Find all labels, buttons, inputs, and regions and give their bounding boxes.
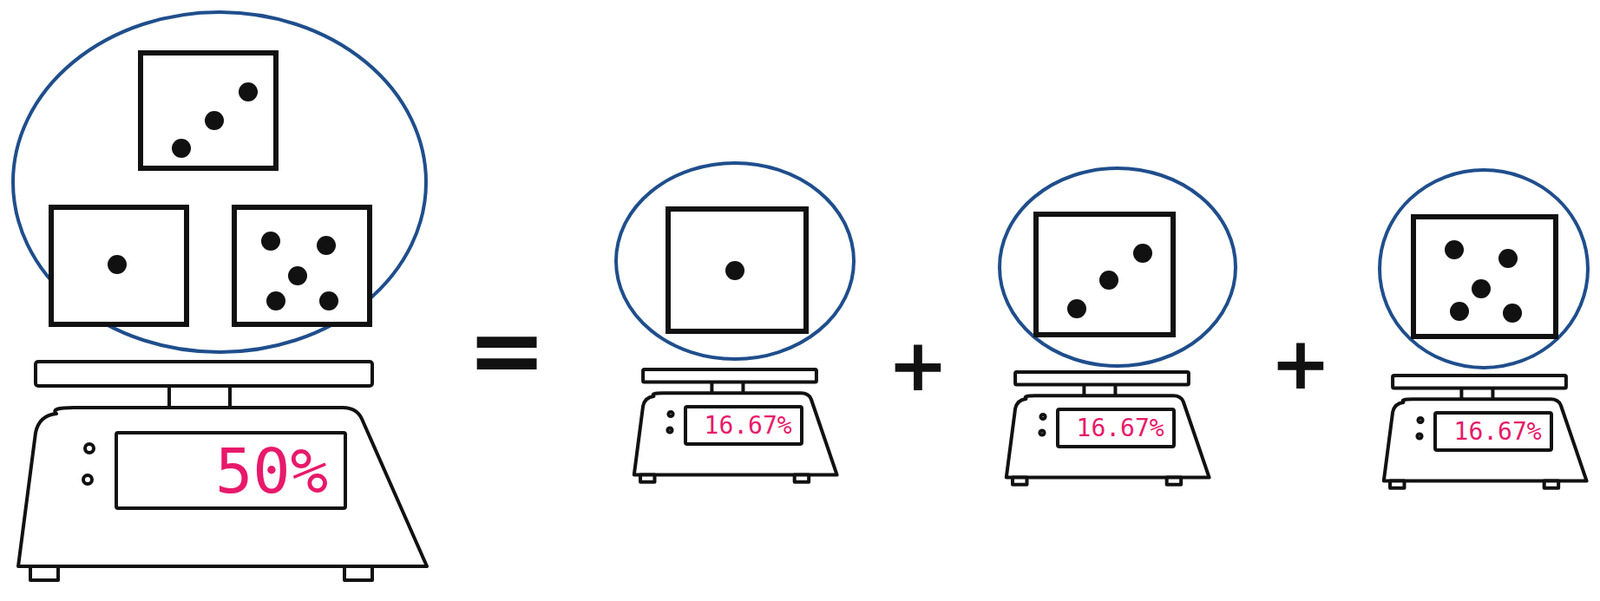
scale-button [1416, 433, 1422, 439]
die-pip [266, 291, 286, 311]
die-pip [1498, 249, 1518, 269]
die-face [140, 52, 276, 169]
die-pip [261, 231, 281, 251]
die-pip [204, 111, 224, 131]
scale-foot [1167, 478, 1181, 486]
scale-foot [1012, 478, 1027, 486]
display-reading: 50% [215, 439, 328, 503]
die-face [234, 207, 370, 325]
scale-body [1006, 395, 1210, 478]
die-pip [725, 261, 745, 281]
scale-button [1039, 430, 1044, 435]
scale-platform [1015, 372, 1189, 385]
die-pip [316, 236, 336, 256]
scale-platform [1392, 375, 1567, 388]
scale-foot [30, 566, 59, 581]
die-face [1413, 216, 1556, 337]
die-face [1036, 214, 1174, 335]
die-outline [234, 207, 370, 325]
die-pip [1471, 279, 1491, 299]
die-pip [1444, 240, 1464, 260]
scale-display: 50% [114, 431, 348, 511]
scale-platform [642, 369, 817, 382]
scale-button [83, 475, 92, 485]
scale-platform [35, 361, 373, 387]
scale-foot [794, 475, 809, 483]
scale-body [1383, 399, 1587, 481]
scale-foot [344, 566, 373, 581]
die-pip [107, 255, 127, 275]
scale-display: 16.67% [1433, 411, 1554, 453]
scale-display: 16.67% [683, 405, 804, 446]
die-outline [140, 52, 276, 169]
plus-sign: + [887, 328, 949, 402]
die-pip [171, 138, 191, 158]
die-pip [288, 266, 308, 286]
scale-button [85, 444, 94, 453]
scale-body [18, 407, 427, 567]
die-face [668, 209, 807, 332]
die-pip [1449, 301, 1469, 322]
plus-sign: + [1270, 327, 1332, 400]
scale-button [668, 412, 673, 417]
die-face [51, 207, 187, 325]
scale-button [1417, 418, 1423, 423]
die-outline [1413, 216, 1556, 337]
scale-foot [1390, 481, 1404, 489]
group-circle [13, 12, 427, 353]
die-outline [668, 209, 807, 332]
scale-button [1040, 414, 1045, 420]
group-circle [616, 163, 854, 360]
group-circle [1379, 170, 1588, 368]
equals-sign: = [466, 302, 547, 399]
scale-body [634, 393, 838, 475]
display-reading: 16.67% [1454, 419, 1542, 445]
weighing-scale [1383, 375, 1587, 489]
die-pip [319, 291, 339, 311]
scale-button [667, 427, 672, 433]
die-pip [1133, 243, 1153, 263]
group-circle [999, 168, 1236, 367]
scale-foot [1544, 481, 1559, 489]
die-pip [1502, 303, 1522, 323]
weighing-scale [634, 369, 838, 483]
die-pip [1067, 299, 1087, 319]
weighing-scale [18, 361, 427, 581]
die-outline [1036, 214, 1174, 335]
display-reading: 16.67% [704, 413, 793, 439]
die-outline [51, 207, 187, 325]
weighing-scale [1006, 372, 1210, 486]
scale-display: 16.67% [1055, 407, 1176, 449]
display-reading: 16.67% [1076, 416, 1165, 441]
scale-foot [640, 475, 655, 483]
die-pip [238, 82, 258, 102]
die-pip [1099, 270, 1119, 290]
